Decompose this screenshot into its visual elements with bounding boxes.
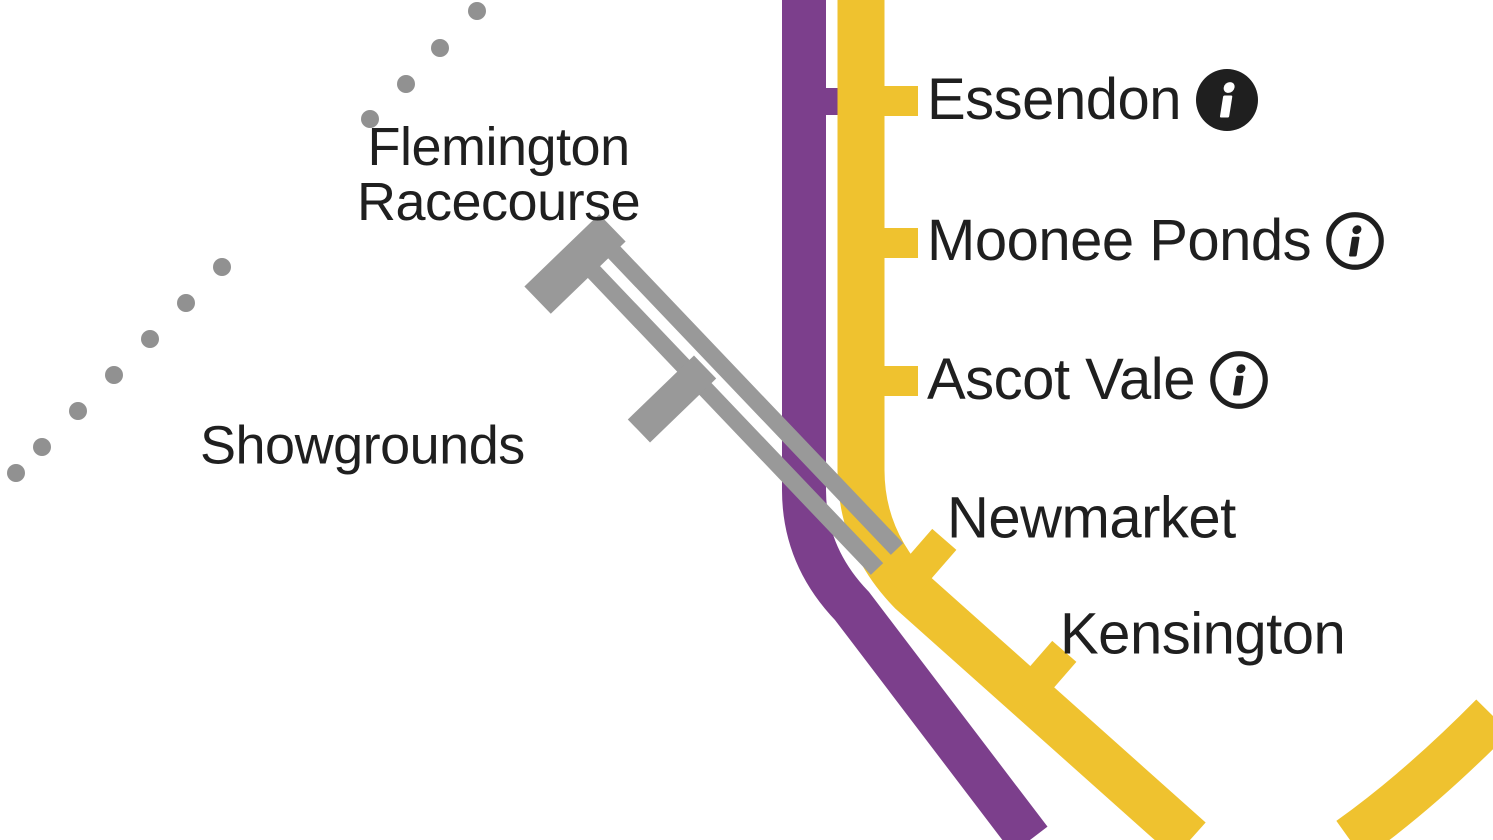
racecourse-rail-upper <box>565 243 884 575</box>
dotted-line-dot <box>7 464 25 482</box>
station-tick-flemington-racecourse <box>524 214 626 314</box>
dotted-line-dot <box>361 110 379 128</box>
station-name-essendon: Essendon <box>927 67 1181 133</box>
station-tick-showgrounds <box>627 355 717 443</box>
racecourse-rail-lower <box>585 223 904 555</box>
station-name-ascot-vale: Ascot Vale <box>927 347 1195 413</box>
station-label-essendon[interactable]: Essendon <box>927 68 1259 132</box>
station-name-kensington: Kensington <box>1060 601 1346 667</box>
dotted-line-dot <box>105 366 123 384</box>
information-icon-moonee-ponds[interactable] <box>1325 211 1385 271</box>
dotted-line-dot <box>431 39 449 57</box>
station-name-newmarket: Newmarket <box>947 485 1236 551</box>
station-tick-essendon <box>884 86 918 116</box>
station-tick-moonee-ponds <box>884 228 918 258</box>
special-event-dotted-line <box>7 2 486 482</box>
information-icon-ascot-vale[interactable] <box>1209 350 1269 410</box>
station-name-showgrounds: Showgrounds <box>200 415 525 476</box>
station-label-kensington[interactable]: Kensington <box>1060 601 1346 667</box>
information-icon-essendon[interactable] <box>1195 68 1259 132</box>
dotted-line-dot <box>468 2 486 20</box>
dotted-line-dot <box>397 75 415 93</box>
line-flemington-racecourse-grey <box>524 214 904 575</box>
dotted-line-dot <box>213 258 231 276</box>
station-label-ascot-vale[interactable]: Ascot Vale <box>927 350 1269 410</box>
station-tick-ascot-vale <box>884 366 918 396</box>
station-tick-kensington <box>1007 640 1077 714</box>
dotted-line-dot <box>177 294 195 312</box>
station-label-showgrounds[interactable]: Showgrounds <box>200 418 525 473</box>
dotted-line-dot <box>141 330 159 348</box>
station-label-newmarket[interactable]: Newmarket <box>947 488 1236 547</box>
station-label-moonee-ponds[interactable]: Moonee Ponds <box>927 211 1385 271</box>
dotted-line-dot <box>33 438 51 456</box>
station-name-moonee-ponds: Moonee Ponds <box>927 208 1312 274</box>
dotted-line-dot <box>69 402 87 420</box>
craigieburn-line-segment-southeast <box>1336 699 1493 840</box>
station-tick-newmarket <box>887 528 957 602</box>
